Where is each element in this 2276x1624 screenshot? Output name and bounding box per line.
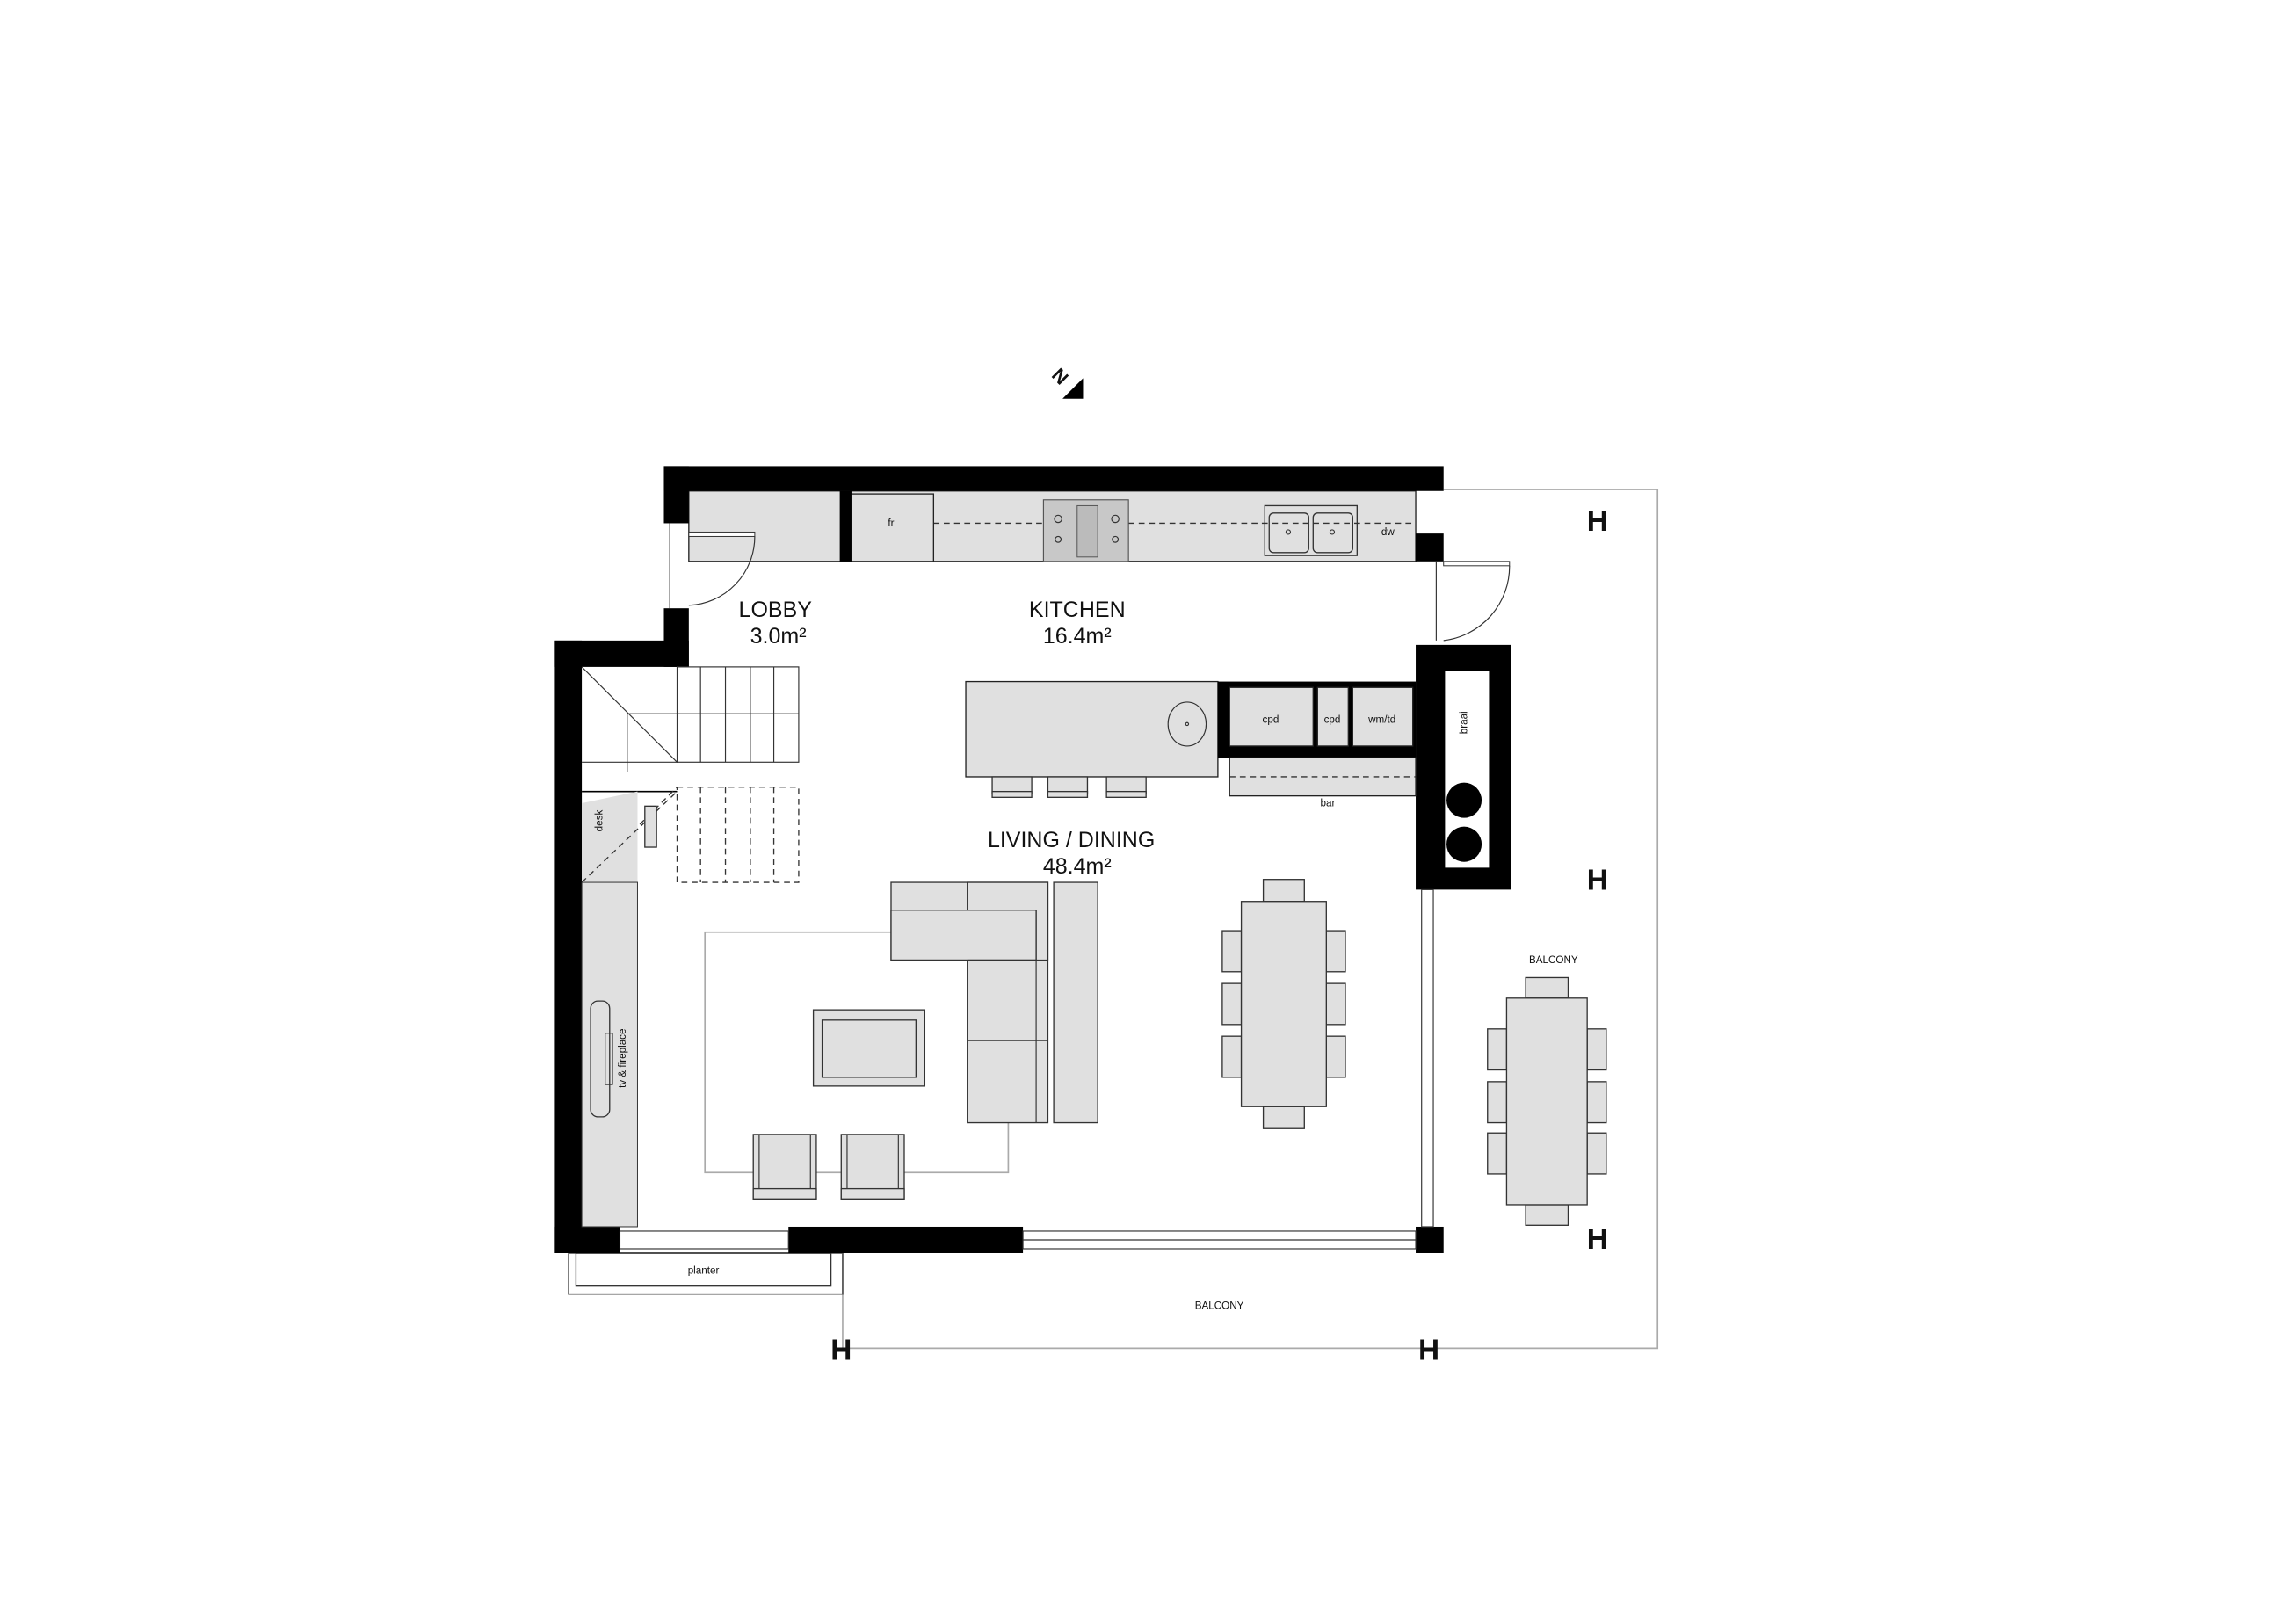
balcony-outline: [568, 489, 1659, 1350]
section-marker: H: [1587, 505, 1608, 538]
section-markers: H H H H H: [830, 505, 1608, 1367]
cupboard-2-label: cpd: [1324, 714, 1341, 725]
washer-dryer-label: wm/td: [1367, 714, 1395, 725]
section-marker: H: [1587, 1223, 1608, 1256]
lobby-name: LOBBY: [739, 598, 813, 622]
living-name: LIVING / DINING: [988, 828, 1155, 852]
balcony-side-label: BALCONY: [1529, 954, 1578, 966]
windows: [619, 523, 1437, 1250]
living-area: 48.4m²: [1043, 854, 1112, 879]
desk-label: desk: [593, 810, 605, 832]
room-labels: LOBBY 3.0m² KITCHEN 16.4m² LIVING / DINI…: [688, 598, 1578, 1311]
kitchen-counter: fr dw: [688, 490, 1417, 562]
balcony-table: [1487, 976, 1607, 1226]
dining-table: [1221, 879, 1346, 1129]
dishwasher-label: dw: [1381, 526, 1395, 538]
walls: [554, 466, 1511, 1253]
tv-fireplace-unit: tv & fireplace: [581, 881, 638, 1228]
sink: [1264, 504, 1358, 556]
fridge-label: fr: [888, 518, 894, 529]
section-marker: H: [830, 1335, 852, 1367]
braai: braai: [1445, 671, 1490, 868]
section-marker: H: [1418, 1335, 1439, 1367]
bar-label: bar: [1321, 797, 1336, 808]
north-arrow-icon: N: [1047, 364, 1084, 399]
sofa: [890, 881, 1098, 1124]
balcony-front-label: BALCONY: [1195, 1300, 1244, 1311]
kitchen-area: 16.4m²: [1043, 624, 1112, 649]
fridge: [847, 493, 935, 562]
armchairs: [752, 1134, 905, 1200]
bar-stools: [991, 776, 1147, 798]
lobby-area: 3.0m²: [750, 624, 807, 649]
coffee-table: [812, 1009, 926, 1087]
cupboard-1-label: cpd: [1263, 714, 1279, 725]
kitchen-name: KITCHEN: [1029, 598, 1126, 622]
tv-label: tv & fireplace: [617, 1028, 628, 1087]
planter-label: planter: [688, 1265, 720, 1276]
lobby-entry-door[interactable]: [688, 531, 756, 606]
section-marker: H: [1587, 864, 1608, 896]
living-furniture: [704, 881, 1098, 1200]
kitchen-side-door[interactable]: [1443, 561, 1511, 642]
braai-label: braai: [1458, 711, 1469, 734]
kitchen-island: cpd cpd wm/td bar: [965, 680, 1417, 808]
desk: desk: [581, 791, 678, 883]
north-label: N: [1047, 364, 1073, 389]
